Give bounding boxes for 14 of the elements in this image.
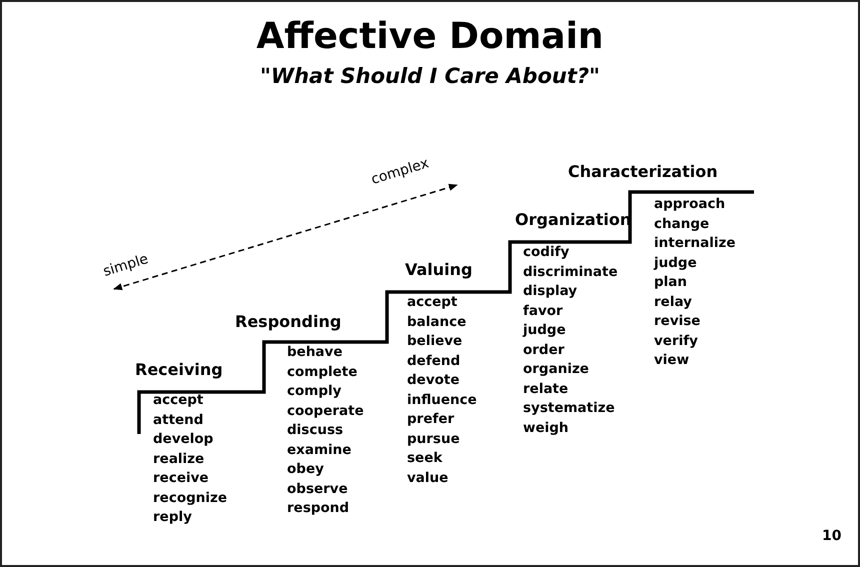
step-heading: Characterization bbox=[568, 162, 719, 181]
step-heading: Valuing bbox=[405, 260, 474, 279]
verb-list: accept balance believe defend devote influence prefer pursue seek value bbox=[407, 293, 477, 488]
step-heading: Responding bbox=[235, 312, 342, 331]
direction-label: simple bbox=[101, 251, 150, 280]
verb-list: accept attend develop realize receive recognize reply bbox=[153, 391, 228, 528]
verb-list: codify discriminate display favor judge order organize relate systematize weigh bbox=[523, 243, 618, 438]
step-heading: Organization bbox=[515, 210, 632, 229]
slide-title: Affective Domain bbox=[255, 16, 605, 57]
subtitle: "What Should I Care About?" bbox=[258, 64, 601, 88]
verb-list: behave complete comply cooperate discuss examine obey observe respond bbox=[287, 343, 364, 518]
step-heading: Receiving bbox=[135, 360, 224, 379]
verb-list: approach change internalize judge plan relay revise verify view bbox=[654, 195, 736, 370]
page-number: 10 bbox=[822, 528, 842, 544]
